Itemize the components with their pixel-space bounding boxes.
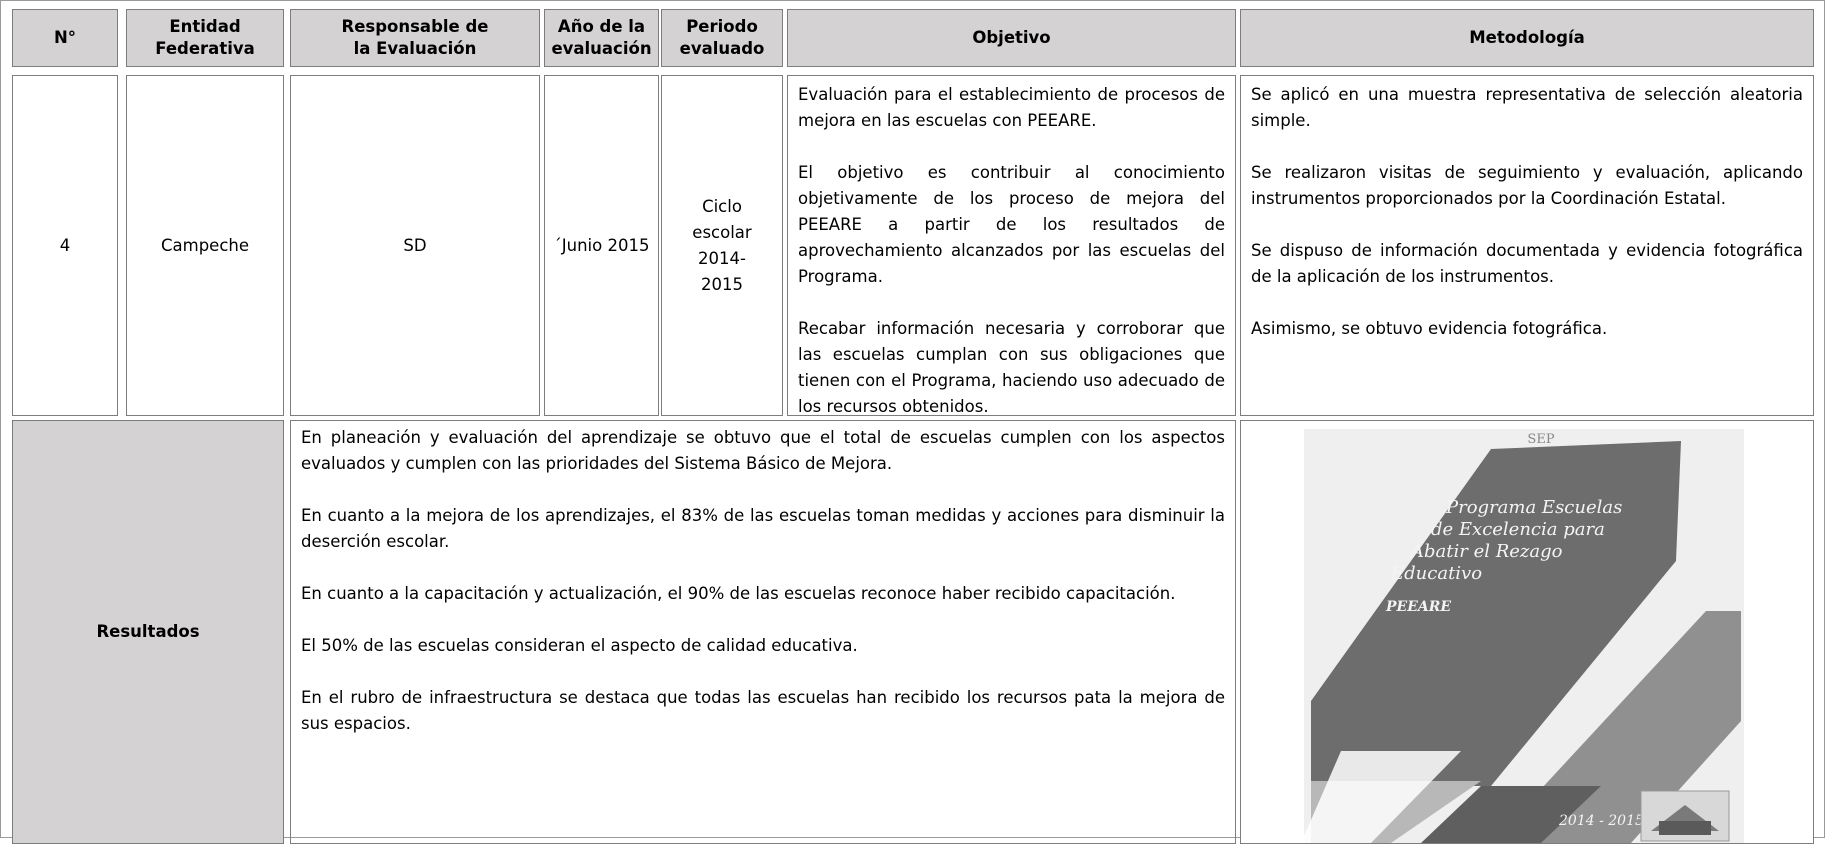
cover-agency-text: SEP <box>1527 432 1554 447</box>
cell-periodo: Ciclo escolar 2014-2015 <box>661 75 783 416</box>
cover-acronym: PEEARE <box>1385 599 1451 615</box>
cover-years: 2014 - 2015 <box>1558 813 1644 829</box>
cover-title-line: Abatir el Rezago <box>1409 541 1563 562</box>
header-responsable: Responsable de la Evaluación <box>290 9 540 67</box>
cover-title-line: Programa Escuelas <box>1445 497 1622 518</box>
resultados-label: Resultados <box>12 420 284 844</box>
cell-num: 4 <box>12 75 118 416</box>
cell-responsable: SD <box>290 75 540 416</box>
objetivo-paragraph: Evaluación para el establecimiento de pr… <box>798 85 1225 130</box>
resultado-paragraph: En el rubro de infraestructura se destac… <box>301 688 1225 733</box>
cover-image-cell: SEP Programa Escuelas de Excelencia para… <box>1240 420 1814 844</box>
cell-metodologia: Se aplicó en una muestra representativa … <box>1240 75 1814 416</box>
metodologia-paragraph: Se realizaron visitas de seguimiento y e… <box>1251 163 1803 208</box>
metodologia-paragraph: Asimismo, se obtuvo evidencia fotográfic… <box>1251 319 1608 338</box>
metodologia-paragraph: Se aplicó en una muestra representativa … <box>1251 85 1803 130</box>
resultado-paragraph: En cuanto a la mejora de los aprendizaje… <box>301 506 1225 551</box>
objetivo-paragraph: El objetivo es contribuir al conocimient… <box>798 163 1225 286</box>
header-num: N° <box>12 9 118 67</box>
cover-title-line: Educativo <box>1390 563 1482 584</box>
header-objetivo: Objetivo <box>787 9 1236 67</box>
cover-title-line: de Excelencia para <box>1431 519 1605 540</box>
program-cover-image: SEP Programa Escuelas de Excelencia para… <box>1241 421 1813 843</box>
resultado-paragraph: El 50% de las escuelas consideran el asp… <box>301 636 858 655</box>
metodologia-paragraph: Se dispuso de información documentada y … <box>1251 241 1803 286</box>
resultados-text: En planeación y evaluación del aprendiza… <box>290 420 1236 844</box>
header-periodo: Periodo evaluado <box>661 9 783 67</box>
resultado-paragraph: En planeación y evaluación del aprendiza… <box>301 428 1225 473</box>
resultado-paragraph: En cuanto a la capacitación y actualizac… <box>301 584 1176 603</box>
header-entidad: Entidad Federativa <box>126 9 284 67</box>
objetivo-paragraph: Recabar información necesaria y corrobor… <box>798 319 1225 416</box>
header-metodologia: Metodología <box>1240 9 1814 67</box>
header-anio: Año de la evaluación <box>544 9 659 67</box>
cell-entidad: Campeche <box>126 75 284 416</box>
cell-anio: ´Junio 2015 <box>544 75 659 416</box>
cell-objetivo: Evaluación para el establecimiento de pr… <box>787 75 1236 416</box>
